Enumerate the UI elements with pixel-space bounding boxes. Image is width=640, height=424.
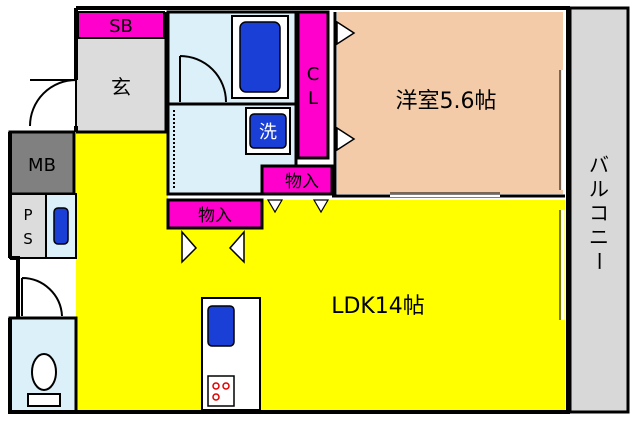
storage-upper-door-r xyxy=(312,199,330,214)
burner-icon xyxy=(222,382,230,390)
storage-lower xyxy=(166,198,264,230)
ldk-label: LDK14帖 xyxy=(331,294,425,319)
mb-label: MB xyxy=(28,155,56,176)
balcony-char: コ xyxy=(589,201,609,225)
sb-label: SB xyxy=(109,16,133,37)
kitchen-sink-icon xyxy=(207,305,235,347)
entrance-door-icon xyxy=(29,79,77,127)
burner-icon xyxy=(212,393,220,401)
closet-label-l: L xyxy=(308,88,318,109)
ldk-room xyxy=(76,132,565,410)
washer-label: 洗 xyxy=(259,122,277,143)
storage-upper xyxy=(260,164,334,196)
western-room xyxy=(337,12,563,194)
burner-icon xyxy=(212,382,220,390)
washer-icon xyxy=(249,113,287,149)
closet-label-c: C xyxy=(307,64,320,85)
storage-upper-label: 物入 xyxy=(285,172,319,192)
toilet-bowl-icon xyxy=(31,353,57,391)
genkan-label: 玄 xyxy=(111,75,131,99)
balcony-char: バ xyxy=(589,153,609,177)
ps-space xyxy=(9,193,47,259)
bath-door-icon xyxy=(179,55,227,103)
balcony-char: ニ xyxy=(589,225,609,249)
closet-cl xyxy=(296,10,330,160)
stove-icon xyxy=(207,375,235,407)
storage-lower-door xyxy=(181,230,245,264)
toilet-tank-icon xyxy=(27,393,61,407)
outer-wall xyxy=(8,6,570,414)
ps-label-s: S xyxy=(23,230,33,248)
storage-upper-door-l xyxy=(266,199,284,214)
ps-fixture xyxy=(53,207,69,245)
western-room-label: 洋室5.6帖 xyxy=(396,89,497,114)
toilet-door-icon xyxy=(21,276,63,317)
bathtub-icon xyxy=(239,21,281,93)
balcony-char: ー xyxy=(587,251,611,271)
closet-door-top xyxy=(336,20,356,46)
balcony-char: ル xyxy=(589,177,609,201)
storage-lower-label: 物入 xyxy=(198,206,232,226)
genkan-area xyxy=(76,38,166,132)
closet-door-bottom xyxy=(336,126,356,152)
ps-label-p: P xyxy=(23,206,32,224)
